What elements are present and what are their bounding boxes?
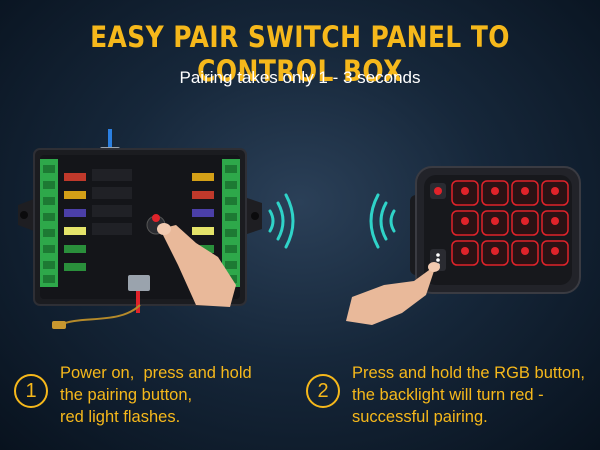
page-subtitle: Pairing takes only 1 - 3 seconds <box>179 68 421 87</box>
pairing-illustration <box>18 129 581 329</box>
hand-pointer-image <box>346 262 440 325</box>
switch-panel-image <box>410 166 581 294</box>
step-number-badge: 2 <box>306 374 340 408</box>
step-instruction: Press and hold the RGB button, the backl… <box>352 364 585 426</box>
page-title: EASY PAIR SWITCH PANEL TO CONTROL BOX <box>90 20 510 88</box>
step-1: 1 Power on, press and hold the pairing b… <box>14 362 294 442</box>
step-2: 2 Press and hold the RGB button, the bac… <box>306 362 596 442</box>
signal-waves-icon <box>268 193 295 249</box>
signal-waves-icon <box>369 193 396 249</box>
hand-pointer-image <box>157 223 236 307</box>
step-instruction: Power on, press and hold the pairing but… <box>60 364 252 426</box>
step-number-badge: 1 <box>14 374 48 408</box>
